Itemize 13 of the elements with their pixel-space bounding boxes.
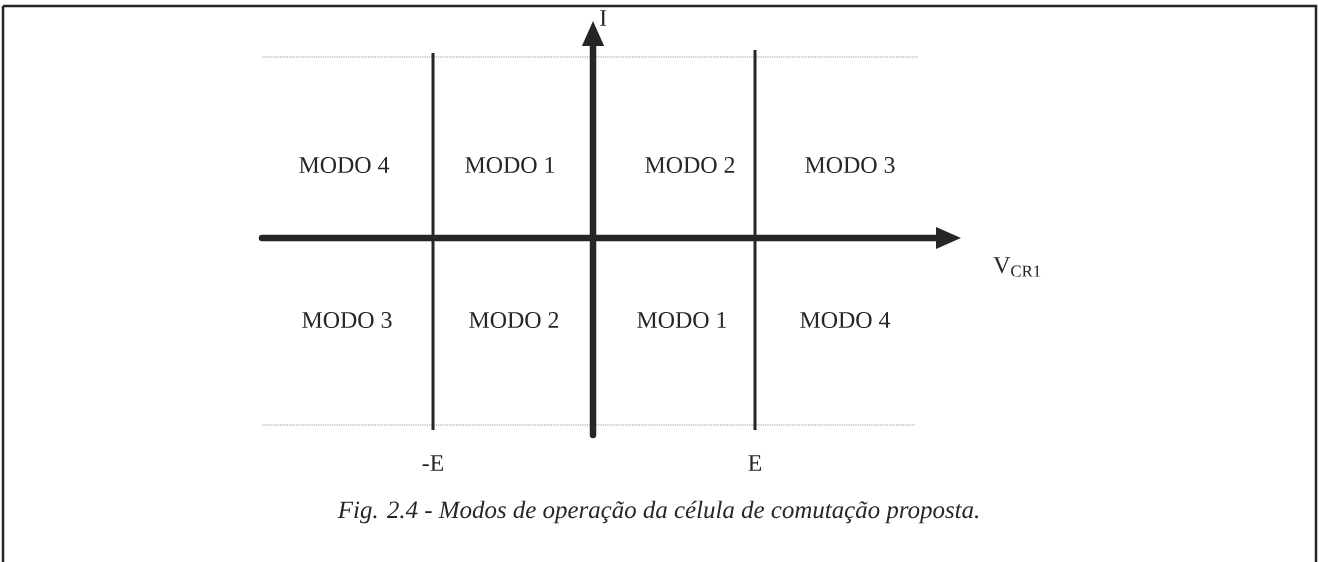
mode-label: MODO 3 [805,156,895,174]
tick-label: -E [422,455,444,471]
mode-label: MODO 2 [645,156,735,174]
mode-label: MODO 1 [465,156,555,174]
mode-label: MODO 4 [800,311,891,329]
tick-label: E [748,455,762,471]
mode-label: MODO 4 [299,156,390,174]
mode-label: MODO 3 [302,311,392,329]
mode-label: MODO 1 [637,311,727,329]
axis-label: I [600,10,607,26]
caption: Fig. 2.4 - Modos de operação da célula de comutação proposta. [337,500,978,524]
mode-label: MODO 2 [469,311,559,329]
axis-label: V$_{CR1}$ [993,257,1041,277]
